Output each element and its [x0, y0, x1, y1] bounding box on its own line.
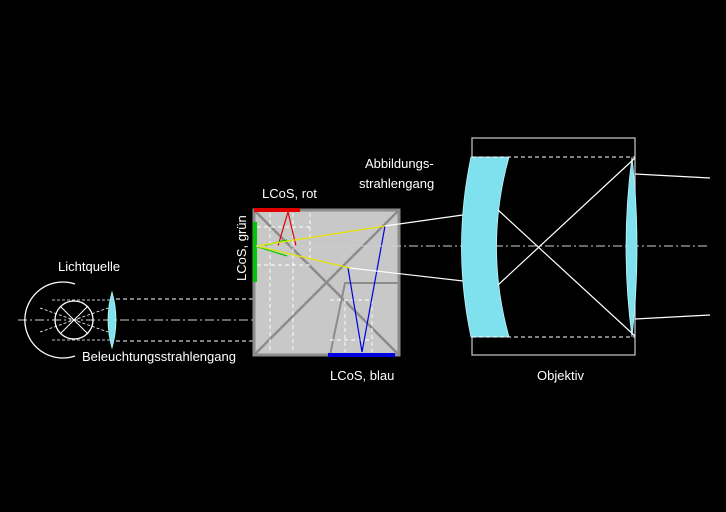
label-imaging-path-line2: strahlengang — [359, 176, 434, 191]
label-objective: Objektiv — [537, 368, 584, 383]
label-illumination-path: Beleuchtungsstrahlengang — [82, 349, 236, 364]
label-lcos-green: LCoS, grün — [234, 215, 249, 281]
reflector — [24, 281, 76, 359]
red-ray — [277, 209, 297, 247]
objective — [461, 137, 638, 356]
output-ray-top — [634, 173, 711, 179]
pbs-cube — [328, 282, 400, 356]
yellow-ray-top — [255, 225, 386, 247]
objective-rear-lens — [625, 156, 638, 338]
prism-block — [252, 208, 401, 357]
yellow-ray-bottom — [255, 245, 351, 269]
output-ray-bottom — [634, 314, 711, 320]
source-ray-b — [39, 307, 109, 333]
label-lcos-blue: LCoS, blau — [330, 368, 394, 383]
label-lcos-red: LCoS, rot — [262, 186, 317, 201]
objective-ray-cross-b — [497, 157, 636, 286]
dichroic-diagonal-b — [253, 209, 400, 356]
condenser-lens — [107, 290, 117, 350]
label-light-source: Lichtquelle — [58, 259, 120, 274]
label-imaging-path-line1: Abbildungs- — [365, 156, 434, 171]
blue-ray — [347, 225, 386, 353]
light-source — [24, 281, 110, 359]
lamp-bulb — [54, 300, 94, 340]
objective-ray-cross-a — [497, 209, 636, 337]
